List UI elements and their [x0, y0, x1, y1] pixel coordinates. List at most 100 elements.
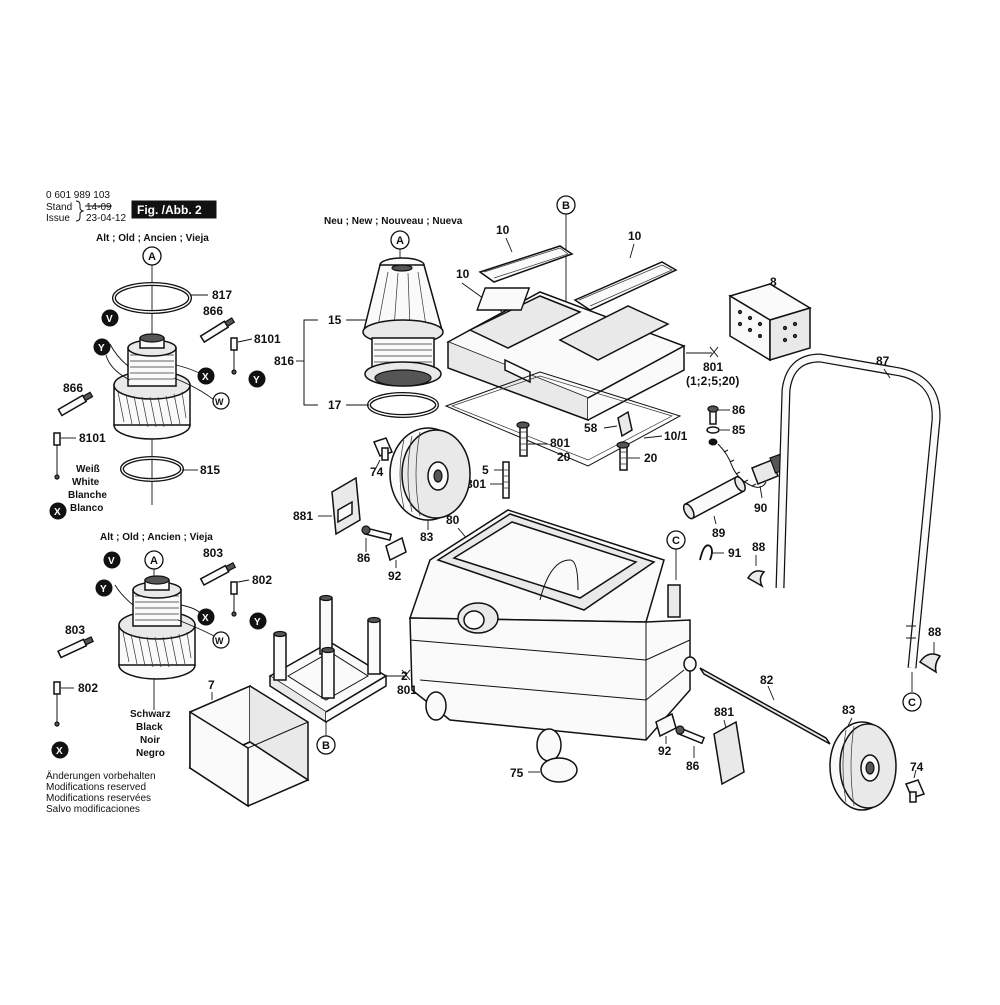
gasket-10-1 — [444, 371, 682, 467]
label-20-a: 20 — [557, 450, 571, 464]
caption-black-3: Noir — [140, 735, 160, 746]
cover-881-right — [713, 720, 745, 786]
castor-front — [536, 728, 562, 762]
caption-black-1: Schwarz — [130, 709, 171, 720]
label-5: 5 — [482, 463, 489, 477]
screw-5 — [502, 461, 510, 499]
connector-803-right — [199, 561, 237, 586]
ref-w-circle — [212, 392, 230, 410]
old-motor-black: Alt ; Old ; Ancien ; Vieja A V Y X W Y 8… — [51, 532, 272, 759]
label-20-b: 20 — [644, 451, 658, 465]
cross-icon — [709, 346, 719, 358]
ref-a2-label: A — [150, 555, 158, 567]
float-basket: B — [268, 594, 388, 755]
label-801-mid: 801 — [550, 436, 570, 450]
label-88-top: 88 — [752, 540, 766, 554]
label-803-left: 803 — [65, 623, 85, 637]
ref-y2-circle — [248, 370, 266, 388]
hook-88-top — [746, 570, 766, 588]
label-83-left: 83 — [420, 530, 434, 544]
caption-white-3: Blanche — [68, 490, 107, 501]
label-86-right-2: 86 — [686, 759, 700, 773]
container-80: 5 801 80 75 2 801 — [386, 461, 691, 783]
ref-v-circle — [101, 309, 119, 327]
ref-y-label: Y — [98, 343, 105, 354]
label-801-bottom: 801 — [397, 683, 417, 697]
clamp-92-left — [385, 536, 407, 562]
ref-a-label: A — [148, 251, 156, 263]
label-10-1: 10/1 — [664, 429, 688, 443]
caption-old-top: Alt ; Old ; Ancien ; Vieja — [96, 233, 209, 244]
footer-line-1: Änderungen vorbehalten — [46, 770, 156, 782]
ref-c-label: C — [672, 535, 680, 547]
hook-88-bottom — [918, 653, 942, 674]
label-80: 80 — [446, 513, 460, 527]
label-88-bottom: 88 — [928, 625, 942, 639]
issue-label: Issue — [46, 213, 70, 224]
footer-line-2: Modifications reserved — [46, 782, 146, 793]
label-817: 817 — [212, 288, 232, 302]
ref-c2-label: C — [908, 697, 916, 709]
wheel-83-left: 83 74 881 86 92 — [293, 427, 471, 583]
label-86-left: 86 — [357, 551, 371, 565]
plug-90 — [751, 459, 779, 485]
stand-old-value: 14-09 — [86, 202, 112, 213]
gasket-10-right — [573, 261, 678, 311]
ref-y3-circle — [95, 579, 113, 597]
ref-x3-label: X — [54, 507, 61, 518]
old-motor-white: A 817 V Y X W Y — [49, 246, 281, 520]
ref-b-label: B — [562, 200, 570, 212]
screw-801 — [519, 425, 528, 457]
label-10-b: 10 — [628, 229, 642, 243]
handle-87: 87 C — [775, 353, 941, 712]
caption-black-4: Negro — [136, 748, 165, 759]
label-91: 91 — [728, 546, 742, 560]
label-10-c: 10 — [456, 267, 470, 281]
label-866-left: 866 — [63, 381, 83, 395]
ref-b2-circle — [316, 735, 336, 755]
ref-a3-label: A — [396, 235, 404, 247]
terminal-802-right — [230, 581, 238, 595]
ref-y4-label: Y — [254, 617, 261, 628]
cable-assembly: 86 85 90 89 C 91 88 88 — [666, 403, 942, 674]
label-90: 90 — [754, 501, 768, 515]
label-92-right: 92 — [658, 744, 672, 758]
figure-label: Fig. /Abb. 2 — [137, 203, 202, 217]
washer-85 — [706, 426, 720, 434]
ref-v-label: V — [106, 314, 113, 325]
ref-y3-label: Y — [100, 584, 107, 595]
label-881-left: 881 — [293, 509, 313, 523]
figure-badge — [131, 200, 217, 219]
ref-w2-circle — [212, 631, 230, 649]
axle-and-wheel-right: 82 83 74 881 92 86 — [655, 656, 926, 811]
ref-x3-circle — [49, 502, 67, 520]
caption-old-bottom: Alt ; Old ; Ancien ; Vieja — [100, 532, 213, 543]
label-74-left: 74 — [370, 465, 384, 479]
label-866-right: 866 — [203, 304, 223, 318]
label-2-cross: 2 — [401, 669, 408, 683]
label-802-left: 802 — [78, 681, 98, 695]
footer-notes: Änderungen vorbehalten Modifications res… — [46, 770, 156, 815]
label-881-right: 881 — [714, 705, 734, 719]
label-74-right: 74 — [910, 760, 924, 774]
caption-white-2: White — [72, 477, 100, 488]
label-92-left: 92 — [388, 569, 402, 583]
label-86-right: 86 — [732, 403, 746, 417]
lid-assembly: B 10 10 10 10/1 801 (1;2;5;20) — [444, 195, 739, 471]
clip-91 — [699, 544, 713, 561]
terminal-8101-right — [230, 337, 238, 351]
ref-b2-label: B — [322, 740, 330, 752]
ref-x4-circle — [197, 608, 215, 626]
label-58: 58 — [584, 421, 598, 435]
ref-w2-label: W — [215, 636, 224, 646]
ref-x4-label: X — [202, 613, 209, 624]
label-75: 75 — [510, 766, 524, 780]
connector-803-left — [57, 636, 95, 659]
label-17: 17 — [328, 398, 342, 412]
label-83-right: 83 — [842, 703, 856, 717]
ref-y-circle — [93, 338, 111, 356]
footer-line-3: Modifications reservées — [46, 793, 151, 804]
issue-date: 23-04-12 — [86, 213, 126, 224]
ref-v2-label: V — [108, 556, 115, 567]
